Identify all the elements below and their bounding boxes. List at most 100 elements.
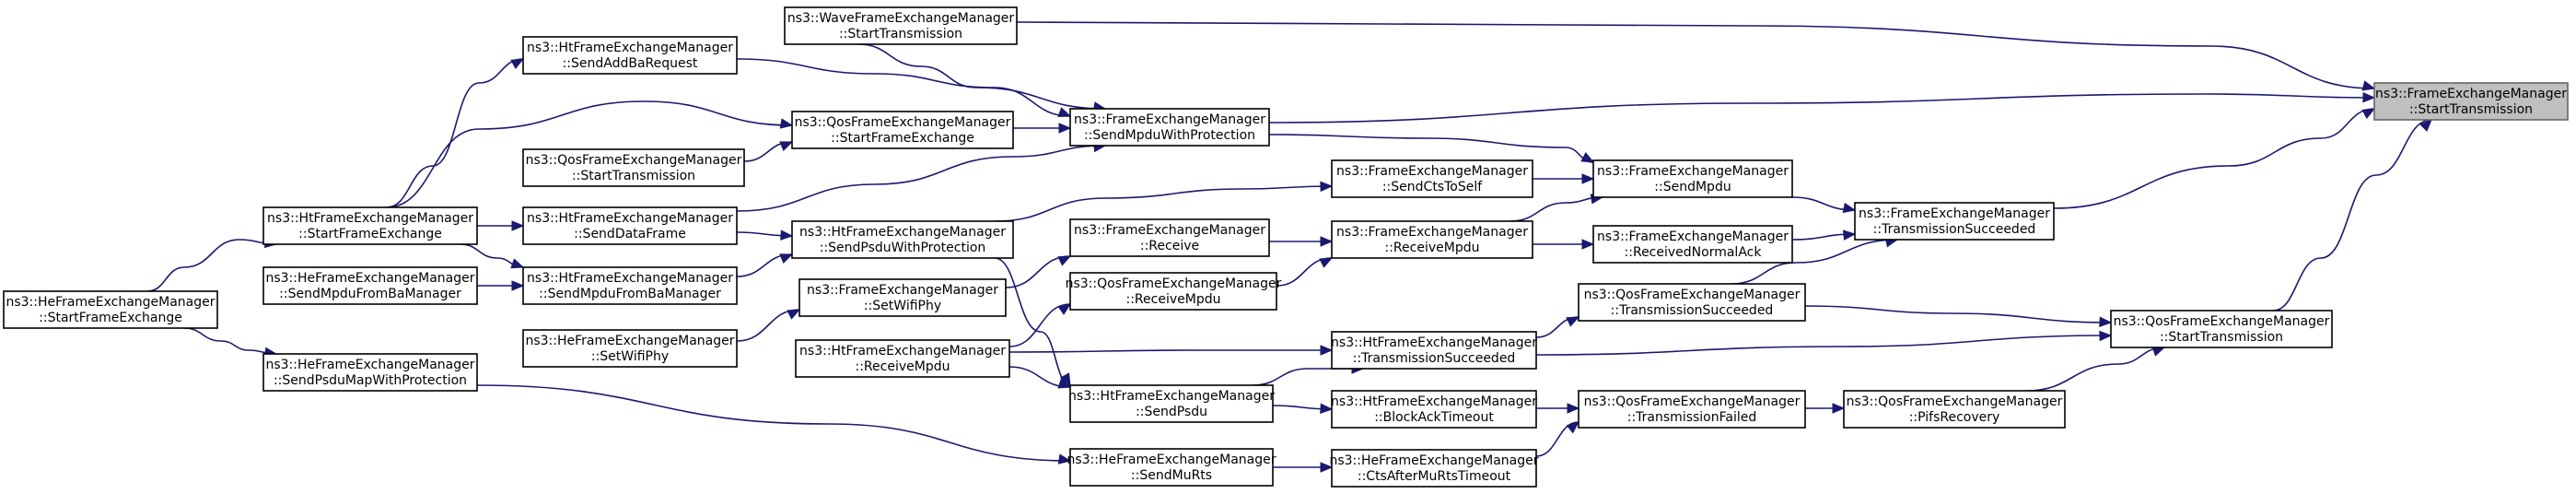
node-box [798, 278, 1007, 317]
graph-node-feSendMpdu[interactable]: ns3::FrameExchangeManager::SendMpdu [1592, 159, 1793, 198]
graph-node-qosStartFE[interactable]: ns3::QosFrameExchangeManager::StartFrame… [791, 111, 1014, 149]
node-box [1592, 225, 1793, 264]
arrowhead-icon [779, 118, 794, 129]
node-method-label: ::PifsRecovery [1909, 410, 2000, 425]
call-edge-line [1535, 421, 1579, 457]
graph-node-heSendMuRts[interactable]: ns3::HeFrameExchangeManager::SendMuRts [1067, 448, 1276, 487]
graph-node-heStartFE[interactable]: ns3::HeFrameExchangeManager::StartFrameE… [3, 290, 218, 329]
call-edge-waveStart-to-feStart [1016, 21, 2376, 91]
call-edge-feRecvNormAck-to-feTxSucc [1791, 229, 1857, 241]
call-edge-feReceive-to-feRecvMpdu [1269, 236, 1334, 247]
graph-node-htSendAddBa[interactable]: ns3::HtFrameExchangeManager::SendAddBaRe… [522, 36, 738, 75]
node-class-label: ns3::HtFrameExchangeManager [1331, 394, 1537, 409]
graph-node-qosPifs[interactable]: ns3::QosFrameExchangeManager::PifsRecove… [1843, 390, 2066, 429]
node-class-label: ns3::HeFrameExchangeManager [525, 334, 734, 348]
node-box [1331, 449, 1537, 488]
call-edge-htStartFE-to-qosStartFE [386, 100, 794, 208]
call-graph-edges [146, 21, 2432, 473]
call-edge-line [183, 327, 277, 355]
graph-node-feSendMpduProt[interactable]: ns3::FrameExchangeManager::SendMpduWithP… [1069, 108, 1270, 147]
node-class-label: ns3::FrameExchangeManager [1336, 164, 1528, 179]
graph-node-heSetWifiPhy[interactable]: ns3::HeFrameExchangeManager::SetWifiPhy [522, 329, 738, 368]
graph-node-htTxSucc[interactable]: ns3::HtFrameExchangeManager::Transmissio… [1331, 331, 1537, 370]
node-class-label: ns3::HtFrameExchangeManager [1068, 389, 1275, 404]
call-edge-htStartFE-to-htSendMpduFromBa [460, 243, 525, 269]
graph-node-feSetWifiPhy[interactable]: ns3::FrameExchangeManager::SetWifiPhy [798, 278, 1007, 317]
arrowhead-icon [511, 280, 525, 291]
call-edge-heStartFE-to-heSendPsduMap [183, 327, 278, 359]
graph-node-htSendData[interactable]: ns3::HtFrameExchangeManager::SendDataFra… [522, 206, 738, 245]
call-edge-htStartFE-to-htSendAddBa [386, 58, 525, 208]
call-edge-qosTxFailed-to-qosPifs [1805, 403, 1846, 414]
arrowhead-icon [1057, 378, 1072, 389]
call-edge-line [736, 58, 1071, 117]
call-edge-heCtsAfterMuRts-to-qosTxFailed [1535, 421, 1580, 457]
call-edge-feSendMpduProt-to-feStart [1268, 91, 2376, 124]
node-box [1069, 218, 1270, 257]
graph-node-htSendPsduProt[interactable]: ns3::HtFrameExchangeManager::SendPsduWit… [791, 220, 1014, 259]
node-box [1069, 384, 1274, 423]
arrowhead-icon [1320, 462, 1334, 473]
arrowhead-icon [510, 258, 525, 269]
node-box [1069, 448, 1274, 487]
graph-node-qosTxFailed[interactable]: ns3::QosFrameExchangeManager::Transmissi… [1578, 390, 1806, 429]
graph-node-feRecvMpdu[interactable]: ns3::FrameExchangeManager::ReceiveMpdu [1331, 220, 1533, 259]
node-box [1331, 220, 1533, 259]
graph-node-htSendPsdu[interactable]: ns3::HtFrameExchangeManager::SendPsdu [1068, 384, 1275, 423]
arrowhead-icon [1320, 236, 1334, 247]
graph-node-htBlockAckTO[interactable]: ns3::HtFrameExchangeManager::BlockAckTim… [1331, 390, 1537, 429]
node-box [3, 290, 218, 329]
graph-node-qosStartTx2[interactable]: ns3::QosFrameExchangeManager::StartTrans… [522, 148, 745, 187]
call-edge-line [1016, 21, 2375, 89]
call-edge-qosRecvMpdu-to-feRecvMpdu [1276, 257, 1334, 287]
call-edge-heSetWifiPhy-to-feSetWifiPhy [736, 309, 801, 342]
node-method-label: ::SendMuRts [1131, 468, 1212, 483]
call-edge-htSendMpduFromBa-to-htSendPsduProt [736, 253, 794, 277]
arrowhead-icon [511, 220, 525, 231]
call-edge-line [994, 185, 1333, 222]
node-box [2373, 82, 2569, 121]
node-box [522, 148, 745, 187]
graph-node-heSendMpduFromBa[interactable]: ns3::HeFrameExchangeManager::SendMpduFro… [262, 266, 478, 305]
graph-node-heSendPsduMap[interactable]: ns3::HeFrameExchangeManager::SendPsduMap… [262, 353, 478, 392]
graph-node-feSendCts[interactable]: ns3::FrameExchangeManager::SendCtsToSelf [1331, 159, 1533, 198]
graph-node-feRecvNormAck[interactable]: ns3::FrameExchangeManager::ReceivedNorma… [1592, 225, 1793, 264]
graph-node-waveStart[interactable]: ns3::WaveFrameExchangeManager::StartTran… [784, 6, 1018, 45]
node-method-label: ::StartTransmission [839, 27, 962, 41]
node-class-label: ns3::HtFrameExchangeManager [527, 211, 733, 226]
node-method-label: ::SendMpduFromBaManager [539, 287, 721, 301]
node-method-label: ::TransmissionSucceeded [1353, 351, 1516, 366]
node-box [1578, 283, 1806, 322]
graph-node-qosRecvMpdu[interactable]: ns3::QosFrameExchangeManager::ReceiveMpd… [1066, 272, 1282, 311]
arrowhead-icon [1319, 257, 1334, 268]
graph-node-feTxSucc[interactable]: ns3::FrameExchangeManager::TransmissionS… [1854, 202, 2055, 241]
arrowhead-icon [1057, 303, 1072, 315]
call-graph-nodes: ns3::FrameExchangeManager::StartTransmis… [3, 6, 2569, 488]
arrowhead-icon [780, 229, 794, 241]
node-box [1069, 272, 1277, 311]
graph-node-qosTxSucc[interactable]: ns3::QosFrameExchangeManager::Transmissi… [1578, 283, 1806, 322]
node-box [262, 206, 478, 245]
arrowhead-icon [1580, 152, 1595, 163]
graph-node-feStart: ns3::FrameExchangeManager::StartTransmis… [2373, 82, 2569, 121]
graph-node-htRecvMpdu[interactable]: ns3::HtFrameExchangeManager::ReceiveMpdu [795, 339, 1010, 378]
node-class-label: ns3::QosFrameExchangeManager [795, 115, 1011, 130]
graph-node-qosStartTx[interactable]: ns3::QosFrameExchangeManager::StartTrans… [2110, 310, 2333, 348]
call-edge-htSendPsdu-to-htBlockAckTO [1272, 403, 1334, 414]
arrowhead-icon [1842, 202, 1857, 214]
graph-node-htStartFE[interactable]: ns3::HtFrameExchangeManager::StartFrameE… [262, 206, 478, 245]
graph-node-feReceive[interactable]: ns3::FrameExchangeManager::Receive [1069, 218, 1270, 257]
arrowhead-icon [2361, 80, 2376, 91]
node-box [262, 353, 478, 392]
graph-node-htSendMpduFromBa[interactable]: ns3::HtFrameExchangeManager::SendMpduFro… [522, 266, 738, 305]
node-box [1331, 331, 1537, 370]
node-method-label: ::SendMpdu [1654, 180, 1731, 194]
graph-node-heCtsAfterMuRts[interactable]: ns3::HeFrameExchangeManager::CtsAfterMuR… [1329, 449, 1539, 488]
node-method-label: ::ReceiveMpdu [856, 359, 950, 374]
node-method-label: ::StartFrameExchange [39, 311, 182, 325]
arrowhead-icon [1843, 229, 1857, 241]
arrowhead-icon [510, 58, 525, 70]
node-class-label: ns3::HtFrameExchangeManager [799, 344, 1006, 359]
node-method-label: ::ReceiveMpdu [1385, 241, 1480, 255]
node-method-label: ::SetWifiPhy [591, 349, 669, 364]
